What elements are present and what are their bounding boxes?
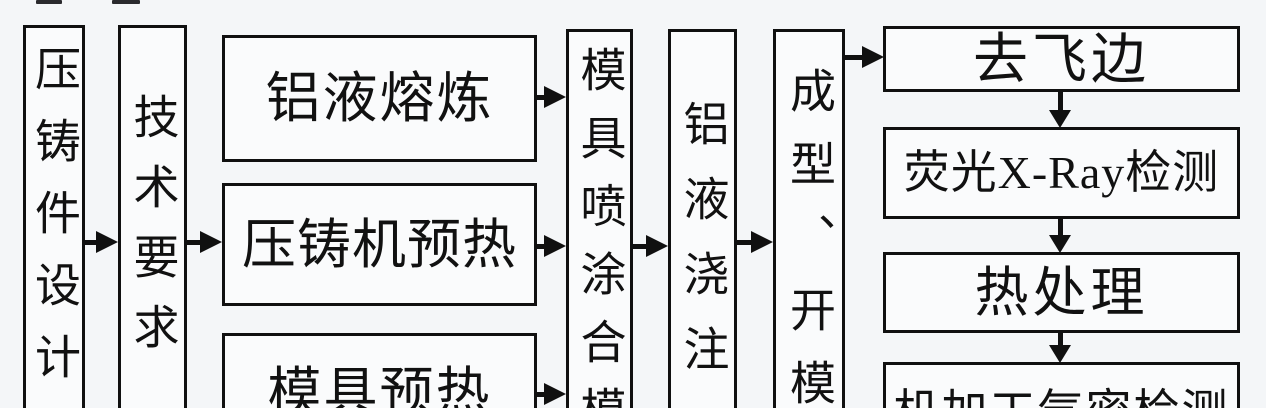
node-spray: 模具喷涂合模: [566, 29, 633, 408]
node-machine-preheat-label: 压铸机预热: [242, 214, 517, 275]
arrow-deflash-to-xray: [1048, 91, 1072, 128]
arrow-machine-preheat-to-spray: [536, 234, 566, 258]
arrow-pour-to-form-open: [736, 230, 773, 254]
node-xray-label: 荧光X-Ray检测: [903, 147, 1220, 198]
node-form-open-label: 成型、开模: [784, 67, 835, 408]
node-xray: 荧光X-Ray检测: [883, 127, 1240, 219]
arrow-spray-to-pour: [632, 234, 668, 258]
node-pour: 铝液浇注: [668, 29, 737, 408]
node-melt-label: 铝液熔炼: [265, 68, 494, 129]
node-heat-treat-label: 热处理: [974, 262, 1149, 323]
node-mold-preheat: 模具预热: [222, 333, 537, 408]
node-heat-treat: 热处理: [883, 252, 1240, 333]
cropped-artifact-right: [112, 0, 140, 4]
node-machine-preheat: 压铸机预热: [222, 183, 537, 306]
node-machining-leak: 机加工气密检测: [883, 362, 1240, 408]
arrow-melt-to-spray: [536, 85, 566, 109]
node-tech-req-label: 技术要求: [127, 93, 179, 373]
node-spray-label: 模具喷涂合模: [574, 46, 626, 408]
arrow-form-open-to-deflash: [844, 45, 884, 69]
node-machining-leak-label: 机加工气密检测: [894, 389, 1230, 408]
arrow-xray-to-heat-treat: [1048, 218, 1072, 253]
node-tech-req: 技术要求: [118, 25, 187, 408]
node-design: 压铸件设计: [23, 25, 85, 408]
arrow-mold-preheat-to-spray: [536, 382, 566, 406]
cropped-artifact-left: [36, 0, 62, 4]
node-mold-preheat-label: 模具预热: [267, 363, 492, 408]
arrow-design-to-tech-req: [84, 230, 118, 254]
node-form-open: 成型、开模: [773, 29, 845, 408]
node-melt: 铝液熔炼: [222, 35, 537, 162]
arrow-tech-req-to-machine-preheat: [186, 230, 222, 254]
node-deflash-label: 去飞边: [972, 28, 1150, 90]
node-design-label: 压铸件设计: [29, 45, 80, 405]
node-deflash: 去飞边: [883, 26, 1240, 92]
arrow-heat-treat-to-machining-leak: [1048, 332, 1072, 363]
node-pour-label: 铝液浇注: [677, 100, 729, 400]
